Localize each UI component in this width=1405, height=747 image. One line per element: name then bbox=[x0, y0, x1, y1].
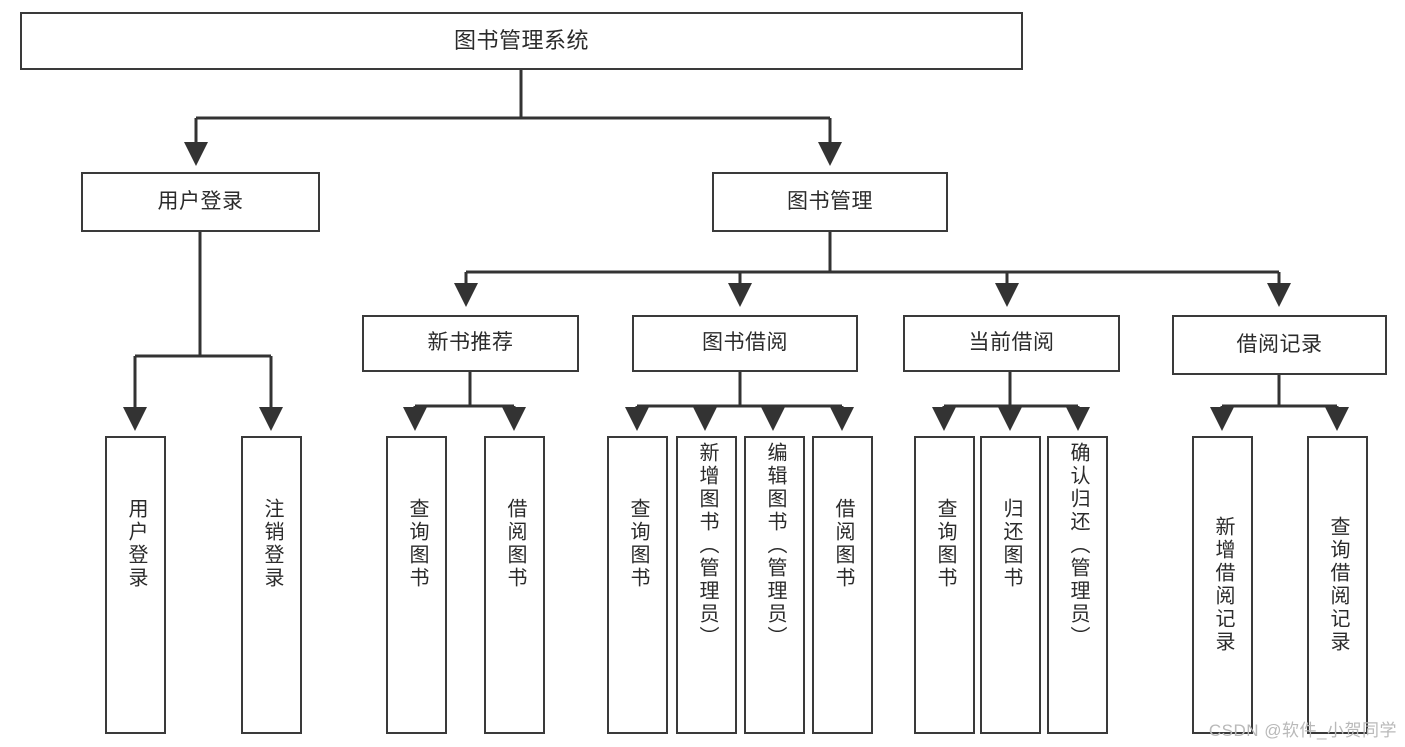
leaf-query-borrow-record-label: 查询借阅记录 bbox=[1327, 516, 1349, 654]
leaf-user-login[interactable]: 用户登录 bbox=[105, 436, 166, 734]
leaf-return-book[interactable]: 归还图书 bbox=[980, 436, 1041, 734]
leaf-borrow-book-1[interactable]: 借阅图书 bbox=[484, 436, 545, 734]
node-new-book-recommend[interactable]: 新书推荐 bbox=[362, 315, 579, 372]
leaf-user-logout[interactable]: 注销登录 bbox=[241, 436, 302, 734]
node-current-borrow[interactable]: 当前借阅 bbox=[903, 315, 1120, 372]
watermark: CSDN @软件_小贺同学 bbox=[1208, 721, 1397, 740]
leaf-add-book-admin[interactable]: 新增图书（管理员） bbox=[676, 436, 737, 734]
leaf-query-book-3[interactable]: 查询图书 bbox=[914, 436, 975, 734]
leaf-add-borrow-record[interactable]: 新增借阅记录 bbox=[1192, 436, 1253, 734]
leaf-return-book-label: 归还图书 bbox=[1000, 498, 1022, 590]
leaf-query-borrow-record[interactable]: 查询借阅记录 bbox=[1307, 436, 1368, 734]
node-new-book-recommend-label: 新书推荐 bbox=[427, 331, 514, 355]
node-user-login[interactable]: 用户登录 bbox=[81, 172, 320, 232]
leaf-add-book-admin-label: 新增图书（管理员） bbox=[696, 442, 718, 649]
leaf-edit-book-admin-label: 编辑图书（管理员） bbox=[764, 442, 786, 649]
leaf-query-book-2[interactable]: 查询图书 bbox=[607, 436, 668, 734]
leaf-borrow-book-2[interactable]: 借阅图书 bbox=[812, 436, 873, 734]
leaf-user-login-label: 用户登录 bbox=[125, 498, 147, 590]
node-user-login-label: 用户登录 bbox=[157, 189, 244, 213]
node-borrow-record-label: 借阅记录 bbox=[1236, 332, 1323, 356]
node-root[interactable]: 图书管理系统 bbox=[20, 12, 1023, 70]
node-book-borrow[interactable]: 图书借阅 bbox=[632, 315, 858, 372]
leaf-query-book-1[interactable]: 查询图书 bbox=[386, 436, 447, 734]
leaf-add-borrow-record-label: 新增借阅记录 bbox=[1212, 516, 1234, 654]
leaf-confirm-return-admin-label: 确认归还（管理员） bbox=[1067, 442, 1089, 649]
leaf-edit-book-admin[interactable]: 编辑图书（管理员） bbox=[744, 436, 805, 734]
leaf-query-book-1-label: 查询图书 bbox=[406, 498, 428, 590]
node-book-borrow-label: 图书借阅 bbox=[702, 331, 788, 355]
leaf-user-logout-label: 注销登录 bbox=[261, 498, 283, 590]
node-book-management[interactable]: 图书管理 bbox=[712, 172, 948, 232]
leaf-borrow-book-1-label: 借阅图书 bbox=[504, 498, 526, 590]
node-borrow-record[interactable]: 借阅记录 bbox=[1172, 315, 1387, 375]
leaf-confirm-return-admin[interactable]: 确认归还（管理员） bbox=[1047, 436, 1108, 734]
leaf-borrow-book-2-label: 借阅图书 bbox=[832, 498, 854, 590]
leaf-query-book-2-label: 查询图书 bbox=[627, 498, 649, 590]
node-current-borrow-label: 当前借阅 bbox=[968, 331, 1055, 355]
node-root-label: 图书管理系统 bbox=[453, 28, 589, 54]
leaf-query-book-3-label: 查询图书 bbox=[934, 498, 956, 590]
node-book-management-label: 图书管理 bbox=[787, 189, 873, 213]
